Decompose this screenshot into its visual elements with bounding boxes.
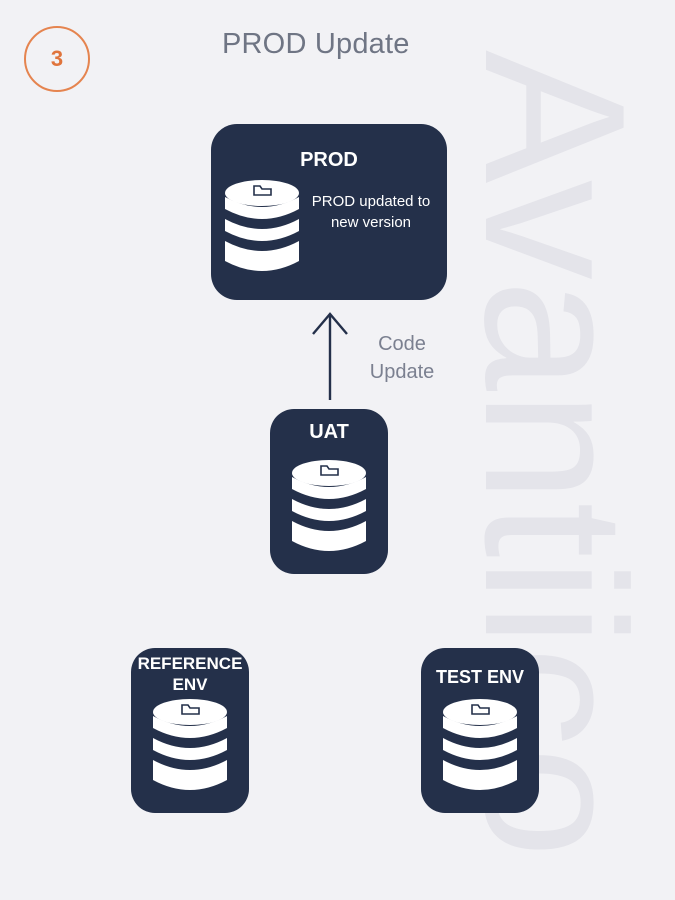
reference-env-node: REFERENCE ENV bbox=[131, 648, 249, 813]
arrow-caption: Code Update bbox=[369, 333, 435, 383]
uat-label: UAT bbox=[309, 421, 349, 443]
database-icon bbox=[225, 180, 299, 271]
test-env-node: TEST ENV bbox=[421, 648, 539, 813]
database-icon bbox=[153, 699, 227, 790]
database-icon bbox=[443, 699, 517, 790]
prod-label: PROD bbox=[300, 149, 358, 171]
page-title: PROD Update bbox=[222, 28, 410, 60]
test-env-label: TEST ENV bbox=[435, 667, 524, 687]
database-icon bbox=[292, 460, 366, 551]
arrow-up-icon bbox=[312, 312, 348, 400]
prod-node: PROD PROD updated to new version bbox=[211, 124, 447, 300]
reference-env-label: REFERENCE ENV bbox=[137, 654, 243, 694]
prod-note: PROD updated to new version bbox=[311, 193, 431, 231]
step-number-badge: 3 bbox=[24, 26, 90, 92]
step-number: 3 bbox=[50, 46, 64, 71]
uat-node: UAT bbox=[270, 409, 388, 574]
